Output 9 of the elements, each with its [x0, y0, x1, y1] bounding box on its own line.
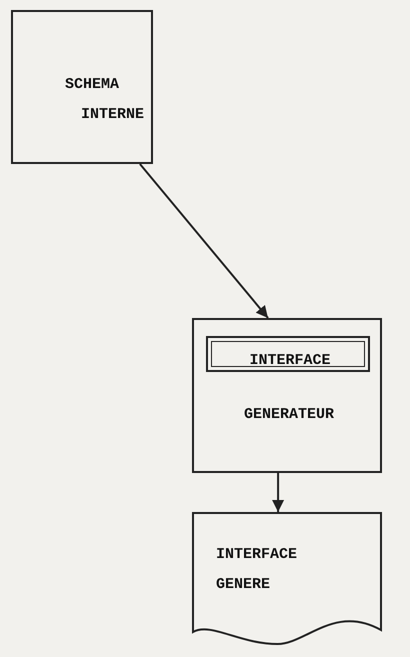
- node-text: GENERATEUR: [242, 405, 335, 425]
- process-box: [192, 318, 382, 473]
- arrow: [139, 163, 269, 319]
- node-text: SCHEMA INTERNE: [65, 75, 145, 125]
- node-text: INTERFACE GENERE: [216, 545, 298, 595]
- process-box: [11, 10, 153, 164]
- arrow: [272, 473, 284, 512]
- node-text: INTERFACE: [248, 351, 332, 371]
- inner-box: [206, 336, 370, 372]
